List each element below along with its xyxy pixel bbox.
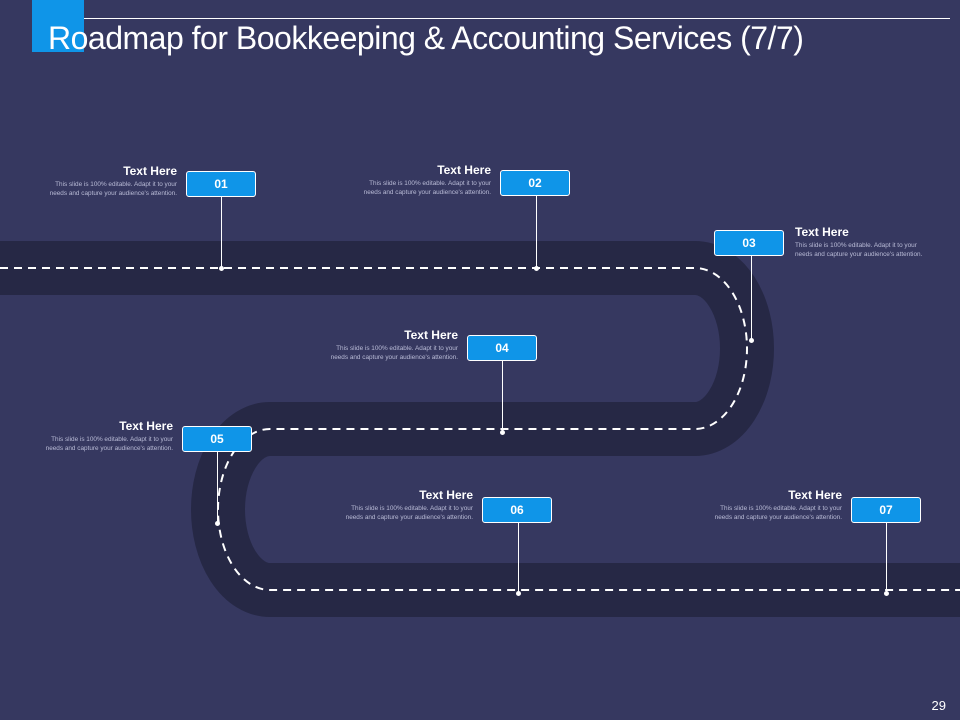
milestone-dot-04 <box>500 430 505 435</box>
milestone-text-06: Text Here This slide is 100% editable. A… <box>343 488 473 522</box>
road-surface <box>0 241 960 617</box>
milestone-badge-04: 04 <box>467 335 537 361</box>
milestone-stem-03 <box>751 256 752 340</box>
milestone-text-05: Text Here This slide is 100% editable. A… <box>43 419 173 453</box>
milestone-badge-01: 01 <box>186 171 256 197</box>
milestone-text-04: Text Here This slide is 100% editable. A… <box>328 328 458 362</box>
milestone-body: This slide is 100% editable. Adapt it to… <box>345 505 473 521</box>
milestone-badge-07: 07 <box>851 497 921 523</box>
milestone-text-07: Text Here This slide is 100% editable. A… <box>712 488 842 522</box>
milestone-body: This slide is 100% editable. Adapt it to… <box>363 180 491 196</box>
title-accent-block <box>32 0 84 52</box>
milestone-text-03: Text Here This slide is 100% editable. A… <box>795 225 925 259</box>
milestone-dot-05 <box>215 521 220 526</box>
milestone-badge-05: 05 <box>182 426 252 452</box>
milestone-badge-02: 02 <box>500 170 570 196</box>
milestone-badge-03: 03 <box>714 230 784 256</box>
milestone-dot-07 <box>884 591 889 596</box>
milestone-stem-02 <box>536 196 537 268</box>
milestone-heading: Text Here <box>795 225 849 239</box>
milestone-stem-06 <box>518 523 519 593</box>
milestone-body: This slide is 100% editable. Adapt it to… <box>330 345 458 361</box>
milestone-text-02: Text Here This slide is 100% editable. A… <box>361 163 491 197</box>
title-rule <box>84 18 950 19</box>
page-number: 29 <box>931 698 946 713</box>
slide-title: Roadmap for Bookkeeping & Accounting Ser… <box>48 20 804 56</box>
milestone-dot-02 <box>534 266 539 271</box>
milestone-body: This slide is 100% editable. Adapt it to… <box>795 242 923 258</box>
milestone-dot-06 <box>516 591 521 596</box>
milestone-stem-07 <box>886 523 887 593</box>
milestone-text-01: Text Here This slide is 100% editable. A… <box>47 164 177 198</box>
milestone-heading: Text Here <box>404 328 458 342</box>
milestone-body: This slide is 100% editable. Adapt it to… <box>49 181 177 197</box>
milestone-badge-06: 06 <box>482 497 552 523</box>
milestone-stem-04 <box>502 361 503 432</box>
milestone-heading: Text Here <box>788 488 842 502</box>
milestone-heading: Text Here <box>419 488 473 502</box>
milestone-heading: Text Here <box>119 419 173 433</box>
milestone-dot-01 <box>219 266 224 271</box>
milestone-heading: Text Here <box>123 164 177 178</box>
milestone-body: This slide is 100% editable. Adapt it to… <box>45 436 173 452</box>
milestone-body: This slide is 100% editable. Adapt it to… <box>714 505 842 521</box>
milestone-stem-01 <box>221 197 222 268</box>
milestone-stem-05 <box>217 452 218 523</box>
milestone-heading: Text Here <box>437 163 491 177</box>
milestone-dot-03 <box>749 338 754 343</box>
